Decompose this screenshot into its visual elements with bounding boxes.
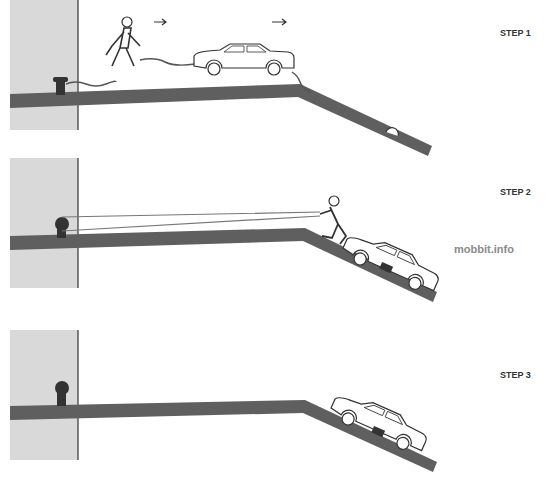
step-label: STEP 1: [500, 28, 531, 38]
step-label: STEP 2: [500, 187, 531, 197]
step-label: STEP 3: [500, 370, 531, 380]
watermark: mobbit.info: [452, 243, 516, 255]
